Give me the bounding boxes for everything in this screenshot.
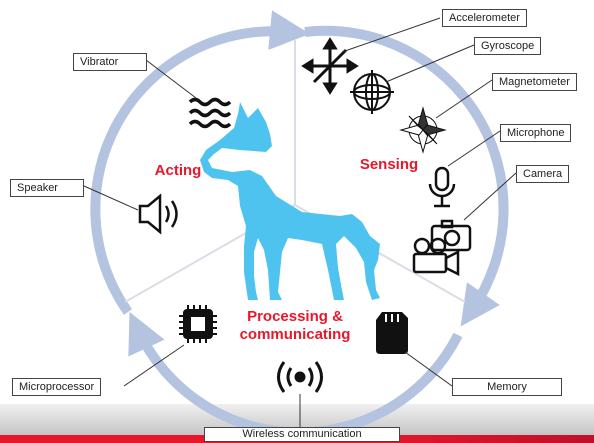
section-title-processing-line1: Processing & <box>247 308 343 325</box>
label-wireless-communication: Wireless communication <box>204 427 400 442</box>
ring-arc-acting <box>90 10 310 315</box>
label-microprocessor: Microprocessor <box>12 378 102 396</box>
ring-arc-sensing <box>304 25 509 327</box>
wireless-signal-icon <box>277 361 323 393</box>
section-title-processing-line2: communicating <box>239 326 351 343</box>
compass-icon <box>399 106 447 154</box>
dog-silhouette <box>200 102 380 300</box>
label-vibrator: Vibrator <box>73 53 147 71</box>
gyroscope-icon <box>350 70 394 114</box>
microchip-icon <box>179 305 217 343</box>
speaker-icon <box>138 193 178 235</box>
label-speaker: Speaker <box>10 179 84 197</box>
label-memory: Memory <box>452 378 562 396</box>
label-camera: Camera <box>516 165 570 183</box>
camera-icon <box>412 219 472 277</box>
section-title-sensing: Sensing <box>359 156 419 173</box>
sd-card-pins <box>385 314 399 322</box>
label-accelerometer: Accelerometer <box>442 9 527 27</box>
sd-card-icon <box>376 312 408 354</box>
section-title-processing: Processing & communicating <box>220 308 370 344</box>
label-magnetometer: Magnetometer <box>492 73 577 91</box>
label-gyroscope: Gyroscope <box>474 37 542 55</box>
microphone-icon <box>428 166 456 208</box>
vibration-icon <box>188 97 232 129</box>
section-title-acting: Acting <box>154 162 202 179</box>
label-microphone: Microphone <box>500 124 572 142</box>
accelerometer-icon <box>301 37 359 95</box>
leader-lines <box>83 17 517 428</box>
